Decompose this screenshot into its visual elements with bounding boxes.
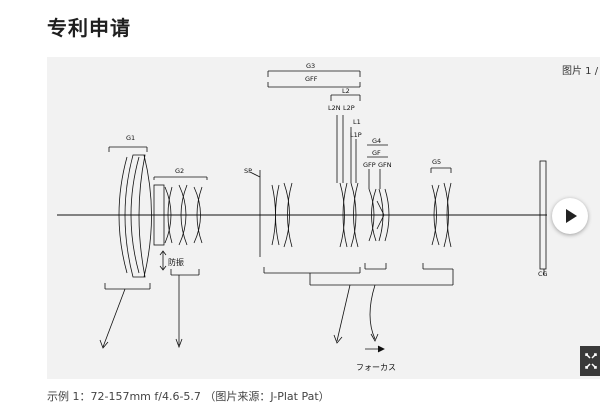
label-focus: フォーカス [356, 363, 396, 372]
expand-icon [585, 353, 597, 369]
expand-button[interactable] [580, 346, 600, 376]
label-l1p: L1P [350, 131, 362, 139]
label-gfp: GFP [363, 161, 376, 169]
label-l2p: L2P [343, 104, 355, 112]
label-gf: GF [372, 149, 381, 157]
label-gfn: GFN [378, 161, 392, 169]
label-gff: GFF [305, 75, 318, 83]
label-g4: G4 [372, 137, 381, 145]
play-icon [566, 209, 577, 223]
page-title: 专利申请 [47, 16, 131, 40]
label-l2: L2 [342, 87, 350, 95]
label-g1: G1 [126, 134, 135, 142]
image-counter: 图片 1 / [562, 66, 599, 77]
label-g3: G3 [306, 62, 315, 70]
label-l2n: L2N [328, 104, 341, 112]
lens-diagram: G1 G2 G3 GFF L2 L2N L2P L1 L1P G4 GF GFP… [57, 62, 548, 372]
label-l1: L1 [353, 118, 361, 126]
label-stabilizer: 防振 [168, 257, 184, 267]
label-cg: CG [538, 270, 548, 278]
next-slide-button[interactable] [552, 198, 588, 234]
image-caption: 示例 1：72-157mm f/4.6-5.7 （图片来源：J-Plat Pat… [47, 390, 330, 403]
label-sp: SP [244, 167, 252, 175]
label-g5: G5 [432, 158, 441, 166]
label-g2: G2 [175, 167, 184, 175]
